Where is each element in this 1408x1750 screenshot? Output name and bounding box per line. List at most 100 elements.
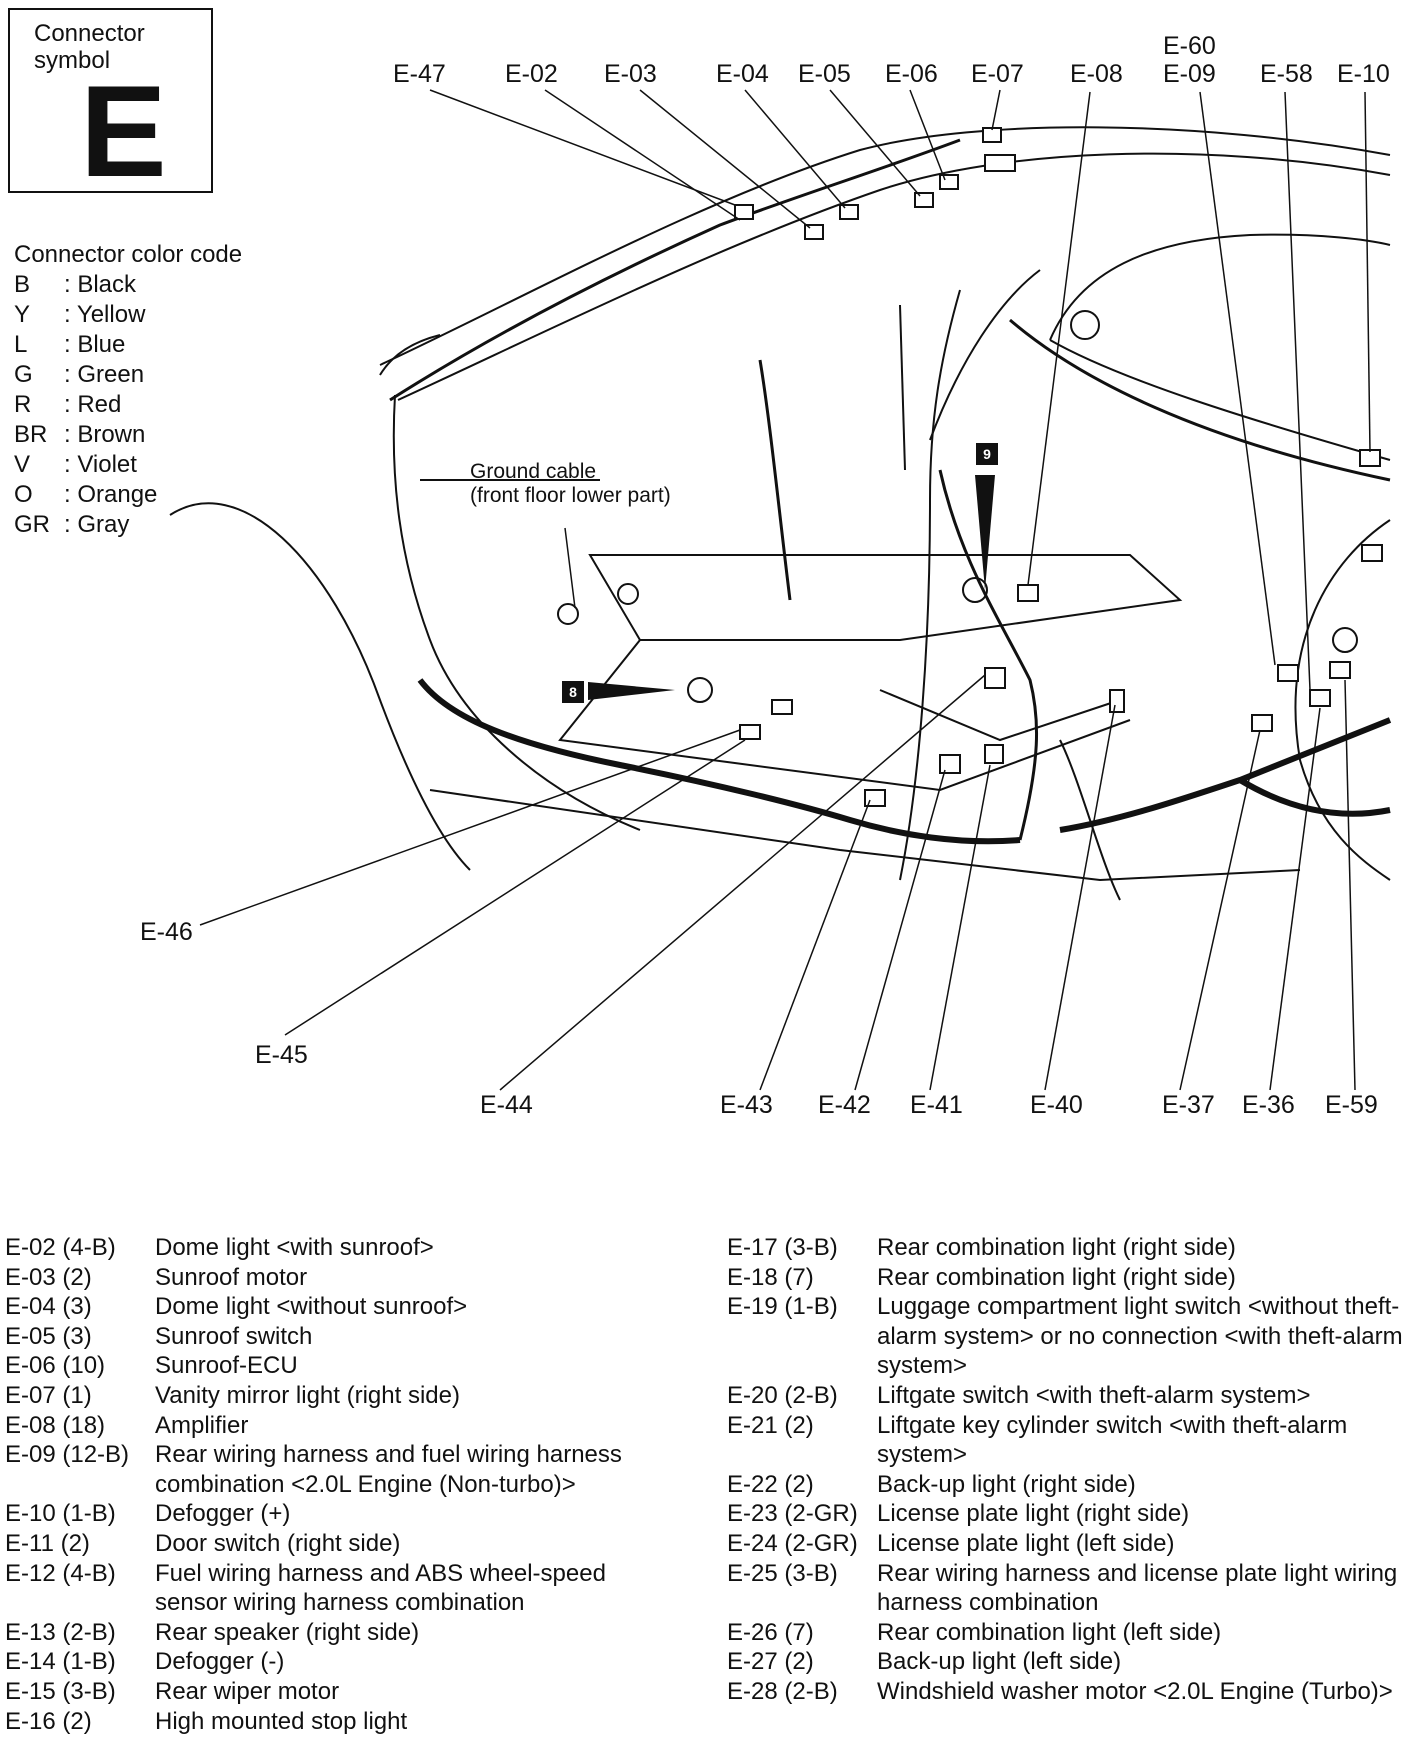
color-code-row: Y: Yellow [14, 300, 242, 330]
roof-harness [389, 138, 1391, 841]
legend-desc: Back-up light (left side) [877, 1648, 1122, 1676]
legend-table-left: E-02 (4-B)Dome light <with sunroof> E-03… [5, 1233, 675, 1736]
legend-desc: License plate light (left side) [877, 1529, 1175, 1557]
wiring-harness-diagram [169, 89, 1392, 1091]
legend-code: E-04 (3) [5, 1293, 92, 1321]
label-e37: E-37 [1162, 1091, 1215, 1119]
label-e60: E-60 [1163, 32, 1216, 60]
legend-row: E-05 (3)Sunroof switch [5, 1322, 675, 1352]
legend-code: E-09 (12-B) [5, 1441, 130, 1469]
legend-desc: Liftgate key cylinder switch <with theft… [877, 1411, 1348, 1469]
legend-row: E-20 (2-B) Liftgate switch <with theft-al… [727, 1381, 1407, 1411]
label-e58: E-58 [1260, 60, 1313, 88]
legend-desc: Vanity mirror light (right side) [155, 1381, 460, 1409]
legend-row: E-22 (2)Back-up light (right side) [727, 1470, 1407, 1500]
legend-code: E-23 (2-GR) [727, 1500, 858, 1528]
color-code-legend: Connector color code B: Black Y: Yellow … [14, 240, 242, 540]
legend-code: E-06 (10) [5, 1352, 106, 1380]
legend-desc: Dome light <with sunroof> [155, 1234, 434, 1261]
legend-row: E-25 (3-B)Rear wiring harness and licens… [727, 1559, 1407, 1618]
legend-desc: Rear wiring harness and fuel wiring harn… [155, 1441, 622, 1498]
legend-row: E-24 (2-GR)License plate light (left sid… [727, 1529, 1407, 1559]
legend-code: E-21 (2) [727, 1411, 814, 1439]
legend-row: E-07 (1)Vanity mirror light (right side) [5, 1381, 675, 1411]
legend-row: E-17 (3-B) Rear combination light (right … [727, 1233, 1407, 1263]
leader-lines [199, 89, 1371, 1091]
color-code: R [14, 391, 32, 418]
connector-symbol-caption: Connector symbol [34, 20, 145, 74]
caption-line-2: symbol [34, 47, 111, 74]
label-e06: E-06 [885, 60, 938, 88]
color-code: V [14, 451, 31, 478]
label-e04: E-04 [716, 60, 769, 88]
connector-boxes [734, 127, 1383, 807]
color-name: : Red [64, 391, 122, 418]
legend-desc: Luggage compartment light switch <withou… [877, 1293, 1403, 1380]
legend-code: E-13 (2-B) [5, 1618, 116, 1646]
label-e02: E-02 [505, 60, 558, 88]
caption-line-1: Connector [34, 20, 145, 47]
legend-desc: Rear wiring harness and license plate li… [877, 1559, 1398, 1617]
label-e44: E-44 [480, 1091, 533, 1119]
legend-desc: Rear combination light (right side) [877, 1263, 1236, 1291]
legend-desc: Liftgate switch <with theft-alarm system… [877, 1381, 1311, 1409]
legend-code: E-03 (2) [5, 1263, 92, 1291]
legend-row: E-12 (4-B)Fuel wiring harness and ABS wh… [5, 1559, 675, 1618]
legend-desc: Rear combination light (right side) [877, 1234, 1236, 1261]
legend-desc: Windshield washer motor <2.0L Engine (Tu… [877, 1677, 1393, 1705]
legend-code: E-15 (3-B) [5, 1677, 116, 1705]
legend-code: E-14 (1-B) [5, 1648, 116, 1676]
color-name: : Orange [64, 481, 158, 508]
legend-row: E-23 (2-GR)License plate light (right si… [727, 1499, 1407, 1529]
legend-code: E-05 (3) [5, 1322, 92, 1350]
color-code-row: BR : Brown [14, 420, 242, 450]
legend-row: E-19 (1-B)Luggage compartment light swit… [727, 1292, 1407, 1381]
grommets [557, 310, 1358, 703]
legend-table-right: E-17 (3-B) Rear combination light (right … [727, 1233, 1407, 1707]
legend-code: E-10 (1-B) [5, 1500, 116, 1528]
legend-desc: Sunroof-ECU [155, 1352, 298, 1380]
color-code-row: L: Blue [14, 330, 242, 360]
legend-code: E-28 (2-B) [727, 1677, 838, 1705]
legend-desc: Rear combination light (left side) [877, 1618, 1222, 1646]
label-e41: E-41 [910, 1091, 963, 1119]
color-code: BR [14, 421, 48, 448]
legend-code: E-08 (18) [5, 1411, 106, 1439]
legend-row: E-26 (7)Rear combination light (left sid… [727, 1618, 1407, 1648]
legend-desc: Amplifier [155, 1411, 249, 1439]
label-e59: E-59 [1325, 1091, 1378, 1119]
color-name: : Violet [64, 451, 137, 478]
legend-row: E-15 (3-B)Rear wiper motor [5, 1677, 675, 1707]
color-name: : Black [64, 271, 137, 298]
color-code: G [14, 361, 33, 388]
color-name: : Brown [64, 421, 146, 448]
legend-row: E-13 (2-B) Rear speaker (right side) [5, 1618, 675, 1648]
ground-note-line-2: (front floor lower part) [470, 484, 671, 507]
label-e36: E-36 [1242, 1091, 1295, 1119]
legend-desc: Dome light <without sunroof> [155, 1293, 468, 1321]
label-e43: E-43 [720, 1091, 773, 1119]
color-code-title: Connector color code [14, 241, 243, 268]
legend-row: E-09 (12-B) Rear wiring harness and fuel … [5, 1440, 675, 1499]
color-code-row: O: Orange [14, 480, 242, 510]
ground-note-line-1: Ground cable [470, 460, 597, 483]
color-code-row: R : Red [14, 390, 242, 420]
legend-row: E-06 (10) Sunroof-ECU [5, 1351, 675, 1381]
label-e03: E-03 [604, 60, 657, 88]
legend-desc: Rear speaker (right side) [155, 1618, 420, 1646]
legend-code: E-20 (2-B) [727, 1381, 838, 1409]
color-code: GR [14, 511, 50, 538]
label-e08: E-08 [1070, 60, 1123, 88]
legend-code: E-17 (3-B) [727, 1234, 838, 1261]
color-code: L [14, 331, 28, 358]
label-e10: E-10 [1337, 60, 1390, 88]
body-outline [169, 126, 1391, 901]
color-code-row: GR: Gray [14, 510, 242, 540]
legend-code: E-22 (2) [727, 1470, 814, 1498]
legend-desc: High mounted stop light [155, 1707, 408, 1735]
label-e45: E-45 [255, 1041, 308, 1069]
color-name: : Green [64, 361, 145, 388]
color-name: : Yellow [64, 301, 146, 328]
marker-pointers [588, 475, 995, 700]
legend-row: E-03 (2)Sunroof motor [5, 1263, 675, 1293]
